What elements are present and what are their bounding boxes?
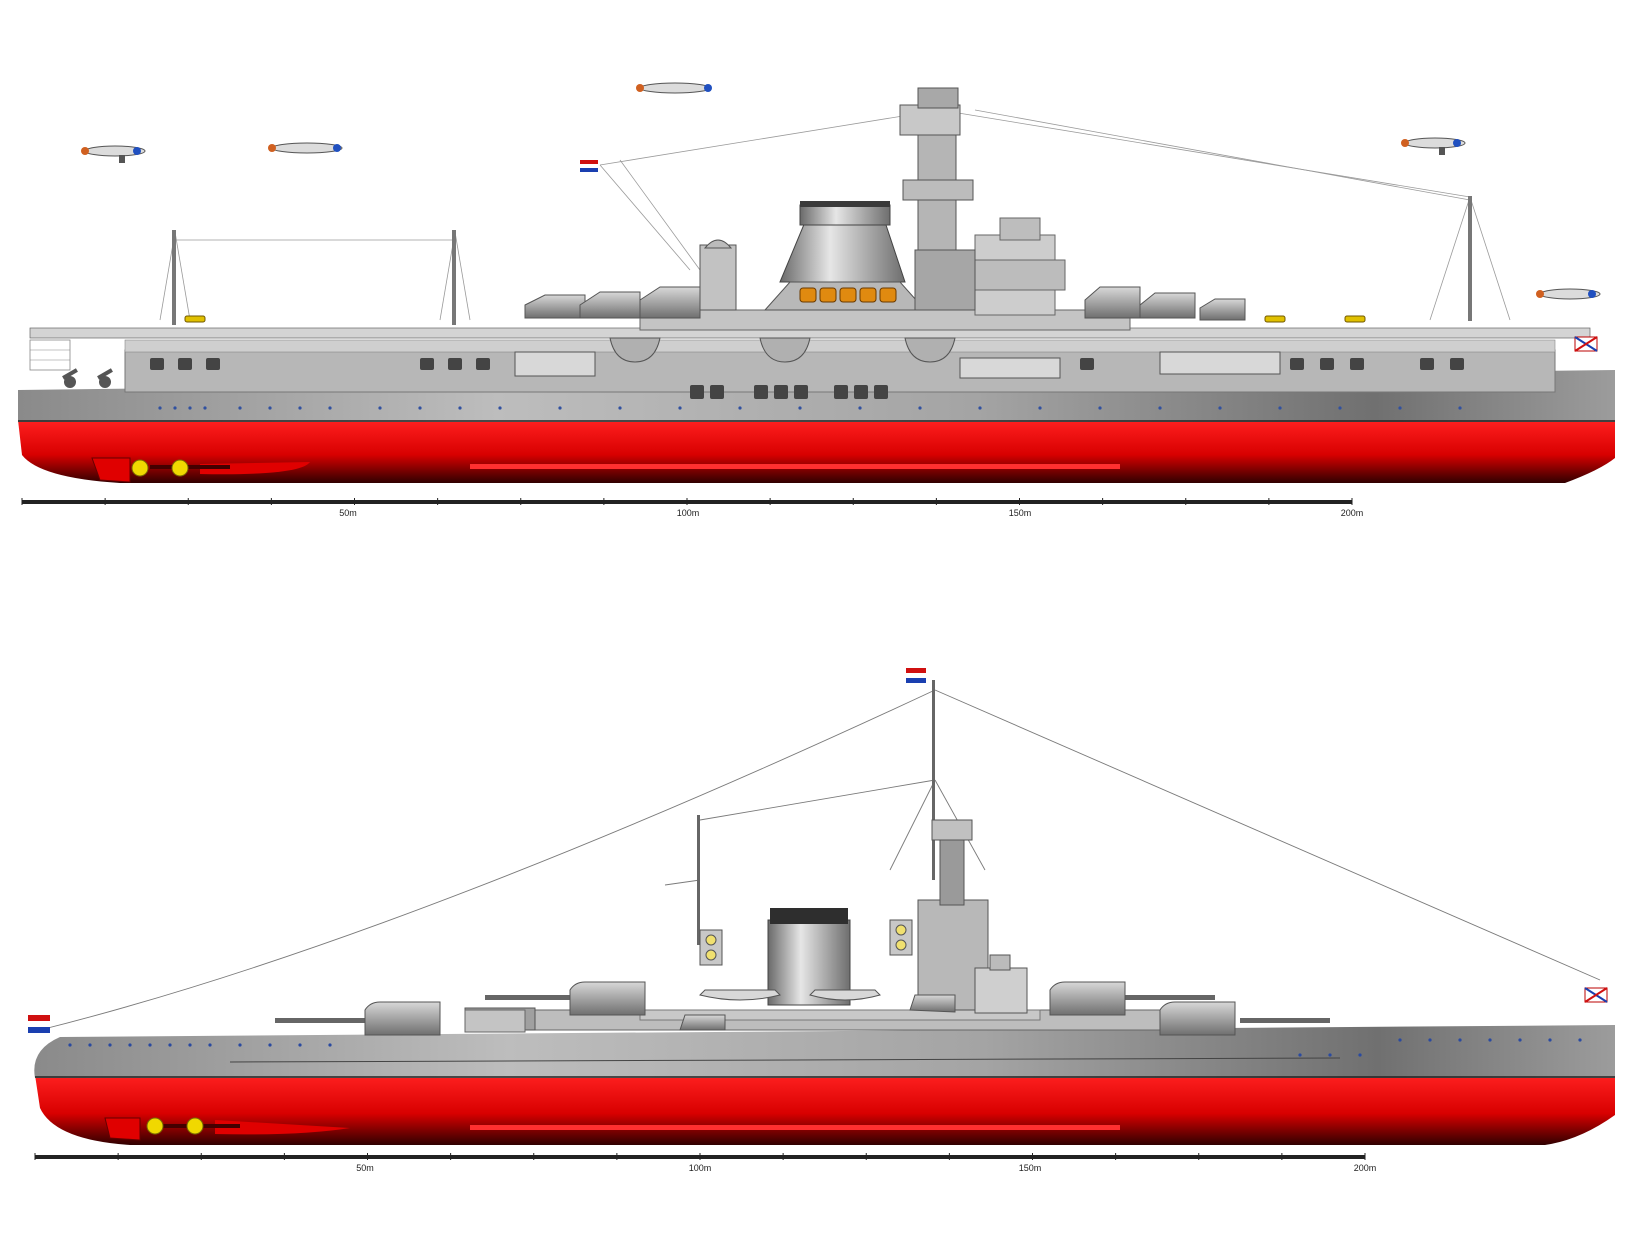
scale-tick (117, 1153, 119, 1160)
fighter-plane-icon (268, 142, 343, 154)
scale-tick (935, 498, 937, 505)
portholes (68, 1038, 1582, 1057)
battlecruiser-rudder-props (104, 1117, 350, 1141)
main-mast (932, 680, 935, 880)
scale-tick (1019, 498, 1020, 505)
scale-tick (354, 498, 355, 505)
carrier-gun-turrets (524, 286, 1246, 321)
scale-tick (200, 1153, 202, 1160)
propeller-icon (186, 1117, 204, 1135)
scale-label-50m: 50m (356, 1163, 374, 1173)
scale-tick (367, 1153, 368, 1160)
scale-tick (782, 1153, 784, 1160)
scale-tick (520, 498, 522, 505)
propeller-icon (171, 459, 189, 477)
scale-tick (686, 498, 688, 505)
propeller-icon (131, 459, 149, 477)
carrier-rudder-props (91, 457, 310, 483)
fighter-plane-icon (636, 82, 712, 94)
carrier-profile: 50m 100m 150m 200m (18, 82, 1615, 518)
dutch-ensign-icon (28, 1015, 50, 1033)
scale-tick (104, 498, 106, 505)
battlecruiser-profile: 50m 100m 150m 200m (28, 668, 1615, 1173)
scale-tick (852, 498, 854, 505)
carrier-lower-hull (18, 420, 1615, 483)
main-gun-turrets (275, 981, 1330, 1036)
scale-label-150m: 150m (1019, 1163, 1042, 1173)
portholes (158, 406, 1462, 410)
rigging-lines (159, 109, 1511, 321)
scale-tick (450, 1153, 452, 1160)
scale-label-100m: 100m (677, 508, 700, 518)
scale-tick (437, 498, 439, 505)
scale-label-50m: 50m (339, 508, 357, 518)
scale-label-200m: 200m (1341, 508, 1364, 518)
scale-tick (34, 1153, 36, 1160)
scale-tick (769, 498, 771, 505)
aft-mast-2 (452, 230, 456, 325)
fighter-plane-icon (1401, 137, 1466, 155)
fore-mast (1468, 196, 1472, 321)
propeller-icon (146, 1117, 164, 1135)
dutch-ensign-icon (580, 160, 598, 172)
scale-tick (1281, 1153, 1283, 1160)
scale-label-100m: 100m (689, 1163, 712, 1173)
scale-tick (1351, 498, 1353, 505)
scale-tick (603, 498, 605, 505)
scale-tick (1185, 498, 1187, 505)
carrier-scale-bar: 50m 100m 150m 200m (21, 498, 1364, 518)
scale-tick (1268, 498, 1270, 505)
scale-label-150m: 150m (1009, 508, 1032, 518)
scale-tick (1102, 498, 1104, 505)
scale-label-200m: 200m (1354, 1163, 1377, 1173)
battlecruiser-upper-hull (34, 1025, 1615, 1078)
fighter-plane-icon (1536, 288, 1601, 300)
hull-windows (150, 358, 1464, 399)
sponsons (609, 337, 956, 363)
scale-tick (270, 498, 272, 505)
scale-tick (283, 1153, 285, 1160)
scale-tick (616, 1153, 618, 1160)
fore-mast (697, 815, 700, 945)
fighter-plane-icon (81, 145, 146, 163)
scale-tick (948, 1153, 950, 1160)
dutch-ensign-icon (906, 668, 926, 683)
carrier-island (639, 87, 1131, 331)
scale-tick (1032, 1153, 1033, 1160)
battlecruiser-scale-bar: 50m 100m 150m 200m (34, 1153, 1377, 1173)
scale-tick (1198, 1153, 1200, 1160)
scale-tick (865, 1153, 867, 1160)
dutch-jack-icon (1574, 336, 1598, 352)
boats-on-funnel (799, 287, 897, 303)
scale-tick (1364, 1153, 1366, 1160)
scale-tick (699, 1153, 701, 1160)
aft-mast (172, 230, 176, 325)
carrier-funnel (779, 221, 906, 283)
scale-tick (21, 498, 23, 505)
scale-tick (187, 498, 189, 505)
scale-tick (533, 1153, 535, 1160)
battlecruiser-lower-hull (35, 1075, 1615, 1145)
dutch-jack-icon (1584, 987, 1608, 1003)
scale-tick (1115, 1153, 1117, 1160)
